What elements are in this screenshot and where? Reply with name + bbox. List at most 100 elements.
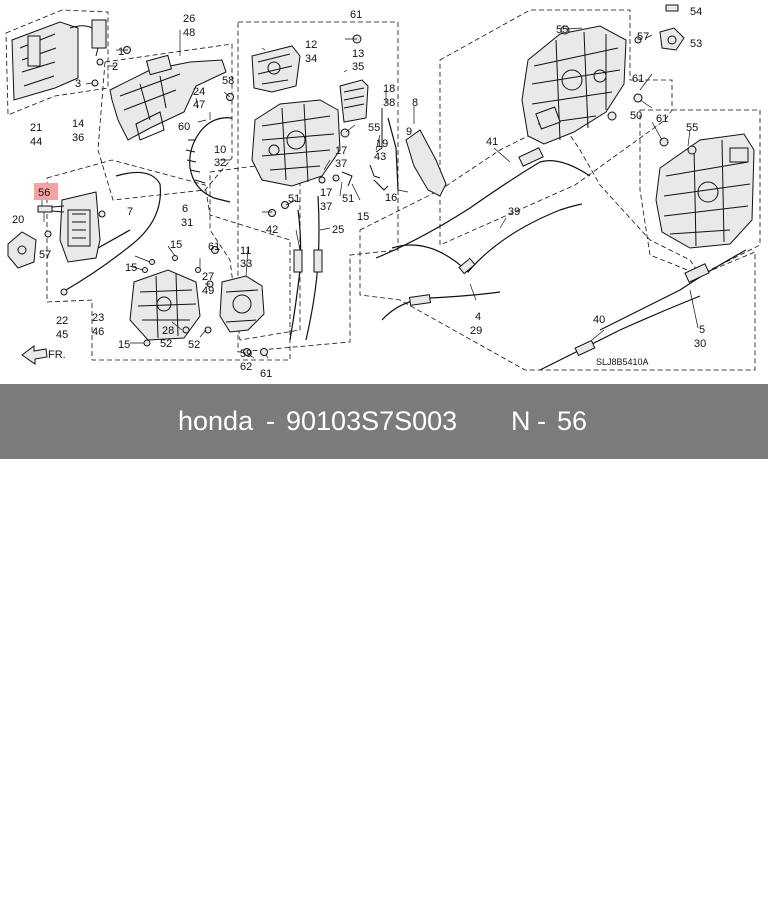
label-40: 40 bbox=[593, 314, 605, 326]
group-outline-outer-handle bbox=[5, 9, 109, 116]
clips-center bbox=[268, 164, 389, 217]
label-57b: 57 bbox=[637, 31, 649, 43]
cable-5-sleeve bbox=[684, 263, 710, 283]
label-60: 60 bbox=[178, 121, 190, 133]
cable-60-boot bbox=[185, 139, 206, 184]
cable-42-sleeve bbox=[293, 249, 303, 273]
label-56-highlight bbox=[34, 183, 58, 200]
cable-40-sleeve bbox=[574, 339, 596, 357]
label-22: 22 bbox=[56, 315, 68, 327]
label-41: 41 bbox=[486, 136, 498, 148]
label-14: 14 bbox=[72, 118, 84, 130]
cable-4-sleeve bbox=[408, 294, 432, 306]
leader-lines bbox=[41, 27, 699, 359]
label-15b: 15 bbox=[125, 262, 137, 274]
label-35: 35 bbox=[352, 61, 364, 73]
cable-41 bbox=[375, 160, 591, 259]
cable-39-sleeve bbox=[458, 257, 476, 275]
label-17a: 17 bbox=[335, 145, 347, 157]
label-43: 43 bbox=[374, 151, 386, 163]
label-19: 19 bbox=[376, 138, 388, 150]
label-50: 50 bbox=[630, 110, 642, 122]
label-55a: 55 bbox=[556, 24, 568, 36]
rod-18 bbox=[387, 117, 399, 191]
label-21: 21 bbox=[30, 122, 42, 134]
label-30: 30 bbox=[694, 338, 706, 350]
label-45: 45 bbox=[56, 329, 68, 341]
label-52b: 52 bbox=[188, 339, 200, 351]
lock-knob-56 bbox=[37, 205, 65, 213]
label-24: 24 bbox=[193, 86, 205, 98]
label-9: 9 bbox=[406, 126, 412, 138]
right-latch-assembly bbox=[655, 133, 755, 249]
label-6: 6 bbox=[182, 203, 188, 215]
label-61a: 61 bbox=[350, 9, 362, 21]
label-29: 29 bbox=[470, 325, 482, 337]
label-32: 32 bbox=[214, 157, 226, 169]
cable-42 bbox=[289, 209, 302, 341]
latch-20 bbox=[7, 230, 52, 269]
label-34: 34 bbox=[305, 53, 317, 65]
label-7: 7 bbox=[127, 206, 133, 218]
outside-handle-frame bbox=[109, 54, 227, 141]
label-56: 56 bbox=[38, 187, 50, 199]
label-28: 28 bbox=[162, 325, 174, 337]
label-38: 38 bbox=[383, 97, 395, 109]
label-42: 42 bbox=[266, 224, 278, 236]
group-outline-lower-left bbox=[46, 159, 291, 361]
inner-handle-rod bbox=[405, 129, 447, 197]
front-direction-arrow bbox=[21, 345, 48, 365]
label-31: 31 bbox=[181, 217, 193, 229]
label-10: 10 bbox=[214, 144, 226, 156]
label-26: 26 bbox=[183, 13, 195, 25]
latch-assembly-center bbox=[129, 246, 268, 356]
label-59: 59 bbox=[240, 348, 252, 360]
footer-ref-number: 56 bbox=[557, 406, 588, 436]
label-39: 39 bbox=[508, 206, 520, 218]
callout-labels: 56 1 2 3 4 5 6 7 8 9 10 11 12 13 14 15 1… bbox=[12, 6, 706, 380]
label-20: 20 bbox=[12, 214, 24, 226]
label-61e: 61 bbox=[260, 368, 272, 380]
lock-assembly bbox=[251, 34, 383, 187]
label-61d: 61 bbox=[208, 241, 220, 253]
inner-handle-assembly bbox=[59, 171, 162, 296]
label-33: 33 bbox=[240, 258, 252, 270]
label-16: 16 bbox=[385, 192, 397, 204]
outer-handle-assembly bbox=[11, 19, 131, 101]
group-outline-lock-assembly bbox=[237, 21, 399, 353]
label-15c: 15 bbox=[118, 339, 130, 351]
footer-part-number: 90103S7S003 bbox=[286, 406, 458, 436]
label-54: 54 bbox=[690, 6, 702, 18]
rear-latch-assembly bbox=[521, 4, 685, 147]
group-outline-rear-latch bbox=[439, 9, 673, 246]
cable-39 bbox=[391, 203, 583, 273]
label-57a: 57 bbox=[39, 249, 51, 261]
cable-4 bbox=[381, 291, 501, 321]
cable-40 bbox=[539, 295, 701, 371]
footer-brand: honda bbox=[178, 406, 254, 436]
label-25: 25 bbox=[332, 224, 344, 236]
label-15d: 15 bbox=[357, 211, 369, 223]
label-44: 44 bbox=[30, 136, 42, 148]
label-1: 1 bbox=[118, 46, 124, 58]
label-52a: 52 bbox=[160, 338, 172, 350]
label-61c: 61 bbox=[656, 113, 668, 125]
label-15a: 15 bbox=[170, 239, 182, 251]
label-8: 8 bbox=[412, 97, 418, 109]
label-2: 2 bbox=[112, 61, 118, 73]
cable-25-sleeve bbox=[313, 249, 323, 273]
label-62: 62 bbox=[240, 361, 252, 373]
label-53: 53 bbox=[690, 38, 702, 50]
label-46: 46 bbox=[92, 326, 104, 338]
label-27: 27 bbox=[202, 271, 214, 283]
label-58: 58 bbox=[222, 75, 234, 87]
front-direction-label: FR. bbox=[48, 349, 66, 361]
footer-separator-2: - bbox=[537, 406, 546, 436]
footer-separator: - bbox=[266, 406, 275, 436]
label-5: 5 bbox=[699, 324, 705, 336]
parts-diagram: 56 1 2 3 4 5 6 7 8 9 10 11 12 13 14 15 1… bbox=[5, 4, 761, 380]
group-outline-cables bbox=[359, 119, 756, 371]
label-48: 48 bbox=[183, 27, 195, 39]
label-37b: 37 bbox=[320, 201, 332, 213]
label-3: 3 bbox=[75, 78, 81, 90]
